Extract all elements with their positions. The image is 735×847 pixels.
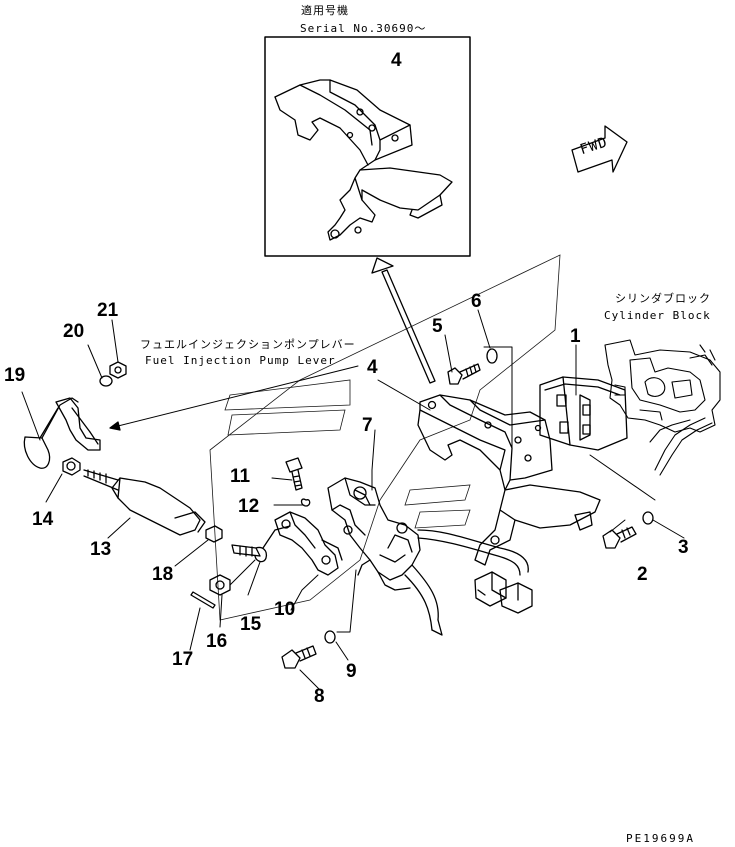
cylinder-block-label-en: Cylinder Block: [604, 309, 711, 322]
leader-lines: [21, 309, 685, 691]
callout-11: 11: [230, 466, 251, 487]
inset-title: 適用号機: [301, 4, 349, 17]
bolt-5: [447, 363, 481, 385]
callout-3: 3: [678, 537, 689, 558]
nut-21: [109, 361, 127, 379]
bolt-2: [602, 526, 637, 549]
main-bracket-4: [417, 394, 601, 566]
pump-lever: [55, 397, 101, 451]
callout-8: 8: [314, 686, 325, 707]
actuator-7: [327, 469, 421, 591]
callout-16: 16: [206, 631, 228, 652]
callout-6: 6: [471, 291, 482, 312]
callout-5: 5: [432, 316, 443, 337]
fuel-lever-label-en: Fuel Injection Pump Lever: [145, 354, 336, 367]
callout-13: 13: [90, 539, 112, 560]
inset-serial: Serial No.30690～: [300, 22, 427, 35]
ball-joint-15: [231, 525, 291, 563]
inset-callout-4: 4: [391, 50, 402, 71]
nut-18: [205, 525, 223, 543]
callout-9: 9: [346, 661, 357, 682]
callout-15: 15: [240, 614, 262, 635]
bolt-8: [281, 645, 317, 669]
nut-16: [209, 559, 256, 596]
fuel-lever-leader: [109, 365, 359, 429]
leader-8-9: [336, 569, 357, 633]
leader-5-6: [483, 346, 513, 449]
callout-7: 7: [362, 415, 373, 436]
background-hatch: [209, 254, 561, 621]
clip-12: [300, 498, 311, 507]
fuel-lever-label-jp: フュエルインジェクションポンプレバー: [140, 338, 356, 351]
bolt-11: [285, 457, 303, 491]
inset-bracket-4: [274, 79, 453, 241]
ball-joint-19: [23, 397, 79, 469]
washer-20: [99, 375, 113, 387]
callout-12: 12: [238, 496, 260, 517]
callout-17: 17: [172, 649, 194, 670]
callout-10: 10: [274, 599, 296, 620]
lever-10: [274, 511, 343, 576]
fwd-arrow: [571, 125, 628, 173]
washer-3: [642, 511, 654, 525]
engine-lines: [589, 417, 713, 501]
cylinder-block-label-jp: シリンダブロック: [615, 292, 711, 305]
callout-21: 21: [97, 300, 119, 321]
callout-14: 14: [32, 509, 54, 530]
callout-19: 19: [4, 365, 26, 386]
cotter-pin-17: [190, 591, 216, 609]
nut-14: [62, 457, 81, 476]
rod-13: [83, 469, 206, 536]
bracket-plate-1: [539, 376, 628, 451]
wire-harness: [404, 529, 533, 636]
drawing-code: PE19699A: [626, 832, 695, 845]
callout-18: 18: [152, 564, 174, 585]
inset-arrow: [371, 257, 436, 384]
callout-1: 1: [570, 326, 581, 347]
callout-4: 4: [367, 357, 378, 378]
washer-6: [486, 348, 498, 364]
washer-9: [324, 630, 336, 644]
inset-frame: [264, 36, 471, 257]
cylinder-block: [604, 339, 721, 433]
callout-20: 20: [63, 321, 85, 342]
callout-2: 2: [637, 564, 648, 585]
